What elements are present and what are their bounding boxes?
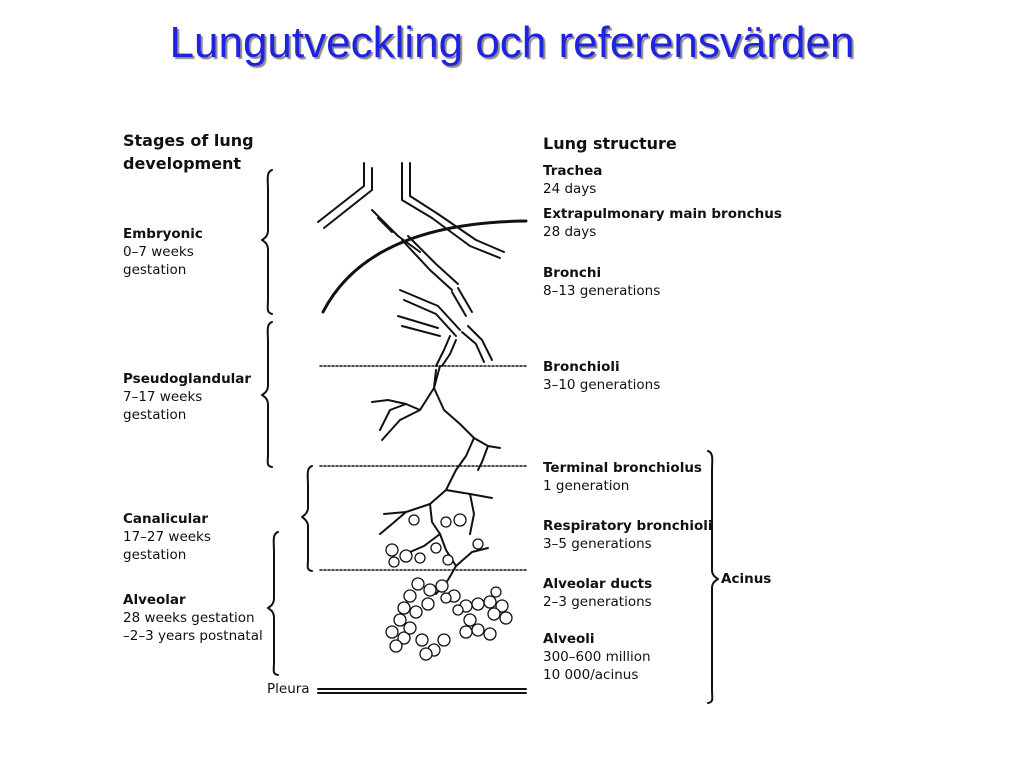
terminal-bronchiole — [383, 469, 457, 515]
structure-name: Terminal bronchiolus — [543, 460, 702, 476]
acinus-label: Acinus — [721, 571, 772, 587]
structure-name: Alveoli — [543, 631, 595, 647]
stage-period-note: gestation — [123, 262, 187, 278]
stage-period: 7–17 weeks — [123, 389, 203, 405]
main-bronchus — [371, 209, 421, 253]
bronchiole — [455, 437, 475, 471]
structure-trachea: Trachea 24 days — [543, 162, 602, 198]
stage-name: Pseudoglandular — [123, 371, 252, 387]
bracket-canalicular — [301, 465, 313, 572]
trachea — [401, 162, 439, 219]
structure-alveolar-ducts: Alveolar ducts 2–3 generations — [543, 575, 652, 611]
bronchiole — [399, 365, 441, 421]
structure-detail: 8–13 generations — [543, 283, 661, 299]
structure-name: Respiratory bronchioli — [543, 518, 713, 534]
stage-alveolar: Alveolar 28 weeks gestation –2–3 years p… — [123, 591, 263, 645]
bronchiole — [459, 423, 501, 449]
structure-bronchioli: Bronchioli 3–10 generations — [543, 358, 660, 394]
respiratory-bronchiole — [455, 547, 489, 567]
bracket-alveolar — [267, 531, 279, 676]
pleura-label: Pleura — [267, 681, 310, 697]
structure-terminal-bronchiolus: Terminal bronchiolus 1 generation — [543, 459, 702, 495]
trachea — [317, 162, 373, 229]
stage-period: 28 weeks gestation — [123, 610, 255, 626]
stage-canalicular: Canalicular 17–27 weeks gestation — [123, 510, 211, 564]
bronchiole — [433, 369, 437, 389]
structure-detail: 1 generation — [543, 478, 630, 494]
structure-detail: 3–10 generations — [543, 377, 661, 393]
structure-alveoli: Alveoli 300–600 million 10 000/acinus — [543, 630, 651, 684]
structure-detail-2: 10 000/acinus — [543, 667, 639, 683]
bronchiole — [379, 403, 407, 431]
bronchus-small — [451, 287, 473, 317]
structure-main-bronchus: Extrapulmonary main bronchus 28 days — [543, 205, 782, 241]
structure-name: Extrapulmonary main bronchus — [543, 206, 782, 222]
bronchiole — [433, 387, 461, 425]
structure-name: Bronchioli — [543, 359, 620, 375]
slide-title: Lungutveckling och referensvärden — [169, 18, 855, 67]
structure-detail: 300–600 million — [543, 649, 651, 665]
stage-embryonic: Embryonic 0–7 weeks gestation — [123, 225, 203, 279]
structure-header: Lung structure — [543, 134, 677, 153]
terminal-bronchiole — [429, 503, 441, 535]
stage-period-note: –2–3 years postnatal — [123, 628, 263, 644]
main-bronchus — [431, 213, 505, 259]
stage-period: 0–7 weeks — [123, 244, 194, 260]
stage-name: Alveolar — [123, 592, 186, 608]
bronchus-segmental — [461, 325, 493, 363]
stage-name: Embryonic — [123, 226, 203, 242]
bronchiole — [371, 399, 421, 411]
bronchus-lobar — [397, 315, 441, 337]
bracket-pseudoglandular — [261, 321, 273, 468]
structure-detail: 28 days — [543, 224, 597, 240]
stage-period: 17–27 weeks — [123, 529, 211, 545]
alveoli-cluster — [385, 513, 513, 661]
bronchiole — [477, 445, 489, 471]
stage-pseudoglandular: Pseudoglandular 7–17 weeks gestation — [123, 370, 251, 424]
structure-detail: 3–5 generations — [543, 536, 652, 552]
structure-respiratory-bronchioli: Respiratory bronchioli 3–5 generations — [543, 517, 713, 553]
bracket-acinus — [707, 450, 719, 704]
bronchus-lobar — [399, 289, 461, 337]
respiratory-bronchiole — [409, 533, 441, 553]
bronchiole — [381, 419, 401, 441]
stages-header: Stages of lung development — [123, 131, 254, 173]
bracket-embryonic — [261, 169, 273, 315]
main-bronchus — [401, 235, 459, 291]
terminal-bronchiole — [379, 511, 407, 535]
lung-outline-arc — [321, 219, 528, 314]
stage-period-note: gestation — [123, 407, 187, 423]
structure-name: Trachea — [543, 163, 603, 179]
stage-period-note: gestation — [123, 547, 187, 563]
terminal-bronchiole — [469, 493, 475, 535]
stage-name: Canalicular — [123, 511, 209, 527]
structure-name: Bronchi — [543, 265, 602, 281]
structure-detail: 24 days — [543, 181, 597, 197]
bronchus-segmental — [435, 335, 457, 367]
structure-bronchi: Bronchi 8–13 generations — [543, 264, 660, 300]
structure-detail: 2–3 generations — [543, 594, 652, 610]
structure-name: Alveolar ducts — [543, 576, 653, 592]
